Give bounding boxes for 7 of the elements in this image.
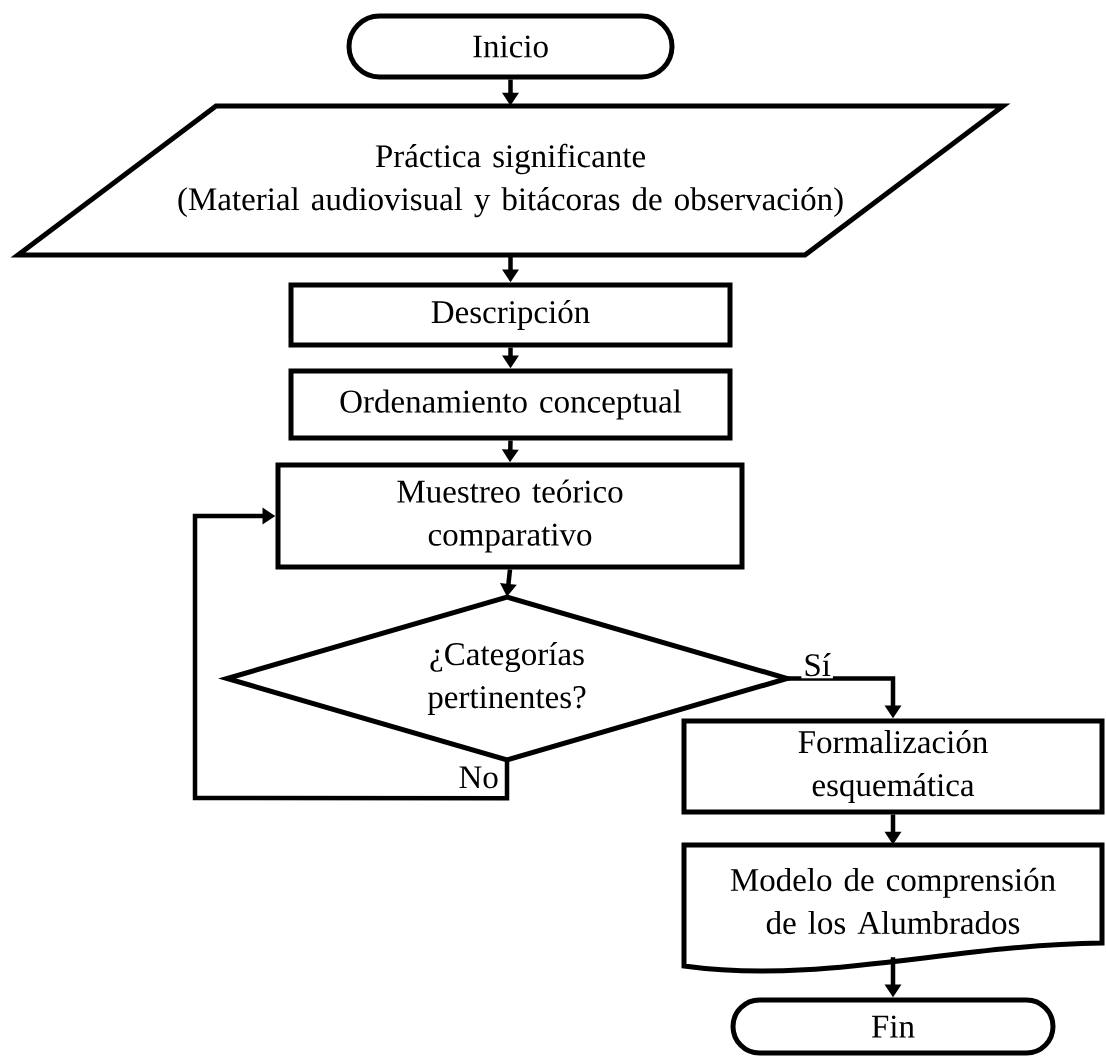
edge-label: No [456,764,501,791]
process-box: Muestreo teórico comparativo [275,462,745,570]
arrow [192,507,510,801]
edge-label: Sí [801,651,833,679]
process-box: Formalización esquemática [681,718,1105,815]
process-box: Ordenamiento conceptual [288,368,733,441]
process-box: Descripción [288,282,733,348]
